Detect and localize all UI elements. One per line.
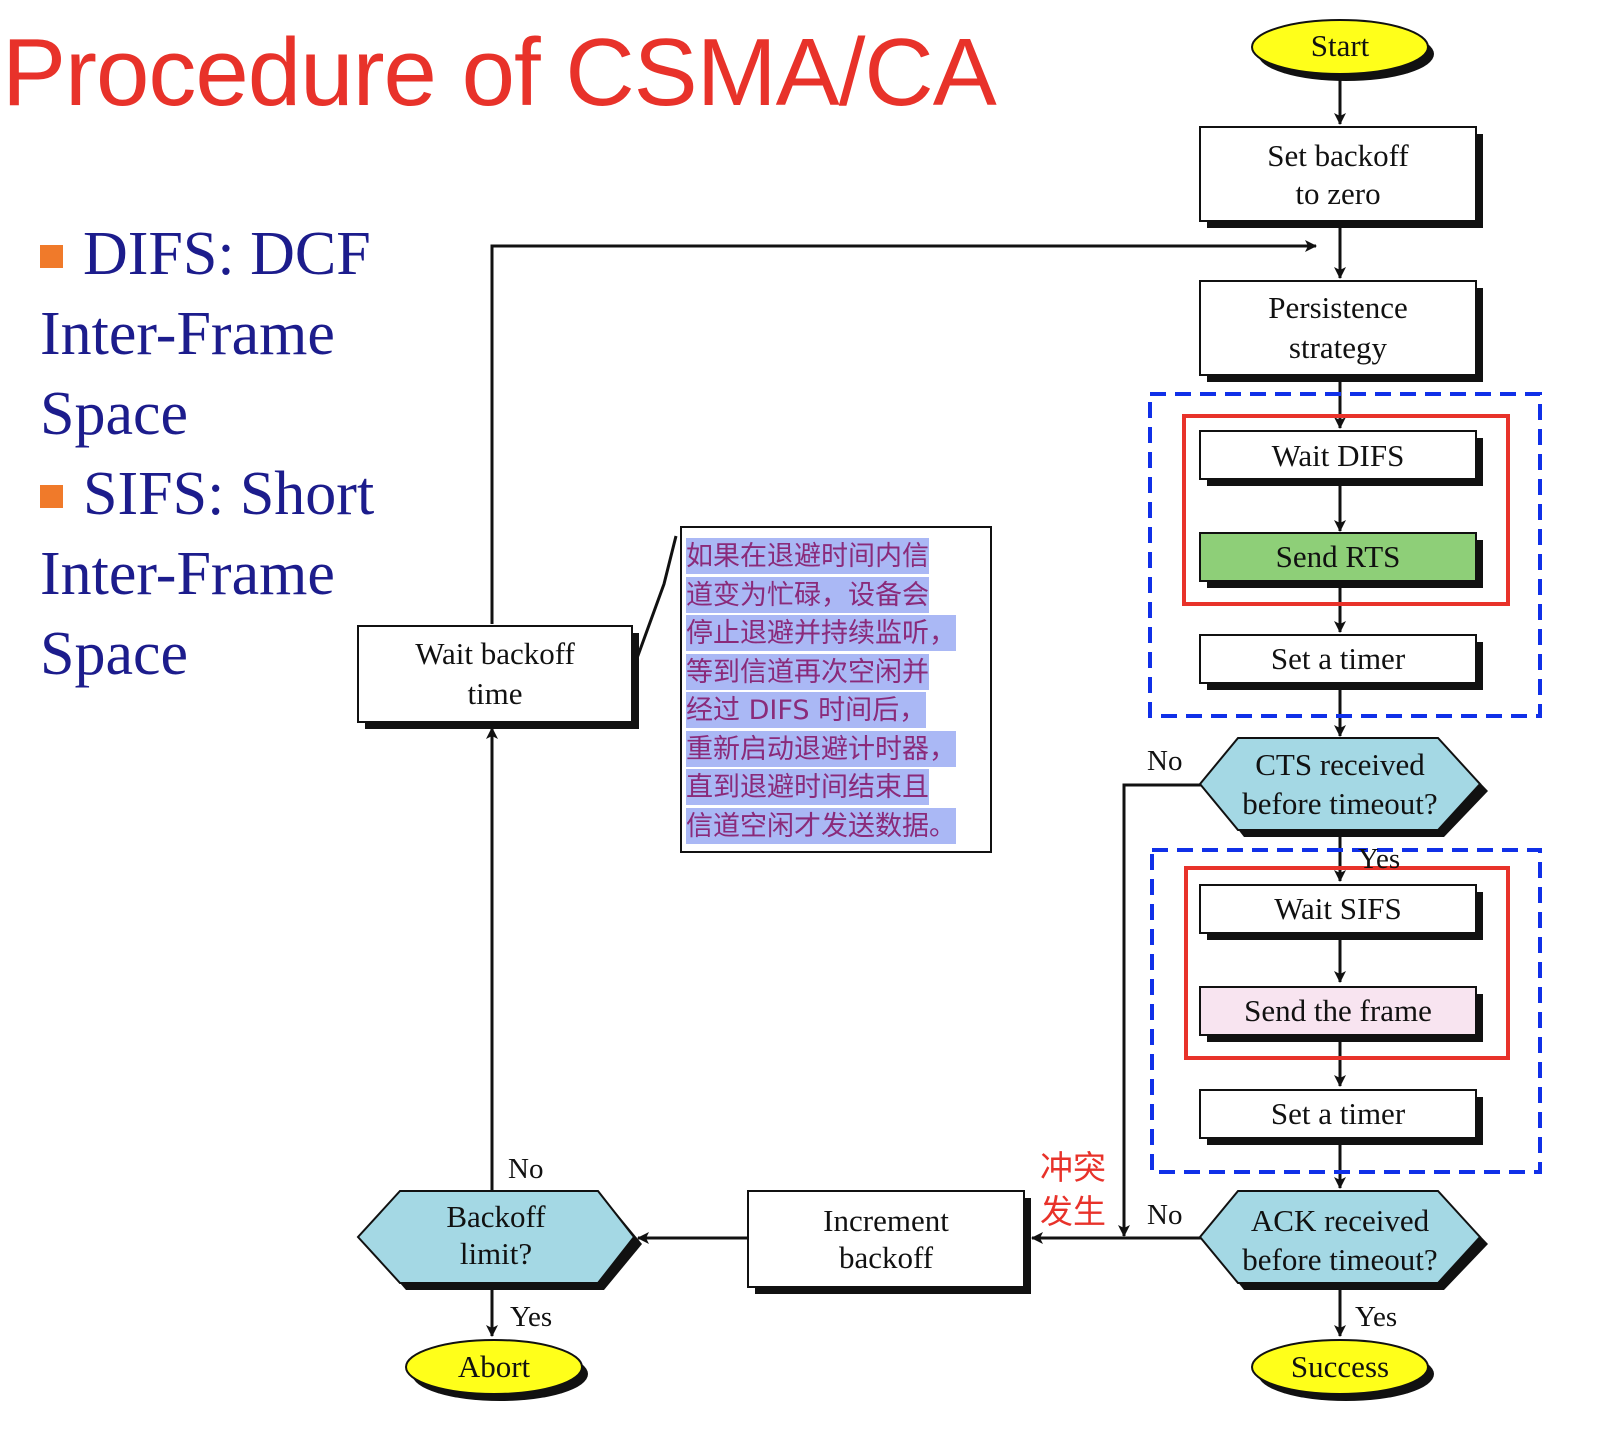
- success-terminal: Success: [1251, 1339, 1434, 1401]
- send-frame-label: Send the frame: [1244, 993, 1432, 1028]
- limit-line1: Backoff: [446, 1199, 546, 1234]
- callout-line: 停止退避并持续监听，: [686, 615, 956, 651]
- sifs-group-frame: [1150, 848, 1542, 1174]
- callout-line: 如果在退避时间内信: [686, 538, 929, 574]
- limit-yes-label: Yes: [510, 1301, 552, 1333]
- wait-sifs-label: Wait SIFS: [1274, 891, 1402, 926]
- ack-line1: ACK received: [1251, 1203, 1430, 1238]
- bullet-sifs-text: SIFS: Short Inter-Frame Space: [40, 460, 375, 688]
- callout-note: 如果在退避时间内信 道变为忙碌，设备会 停止退避并持续监听， 等到信道再次空闲并…: [680, 526, 992, 853]
- set-timer-2-label: Set a timer: [1271, 1096, 1406, 1131]
- cts-line1: CTS received: [1255, 747, 1425, 782]
- abort-label: Abort: [458, 1349, 531, 1384]
- connectors: [486, 76, 1346, 1337]
- arrow-cts-no: [1118, 783, 1204, 1237]
- wait-difs-label: Wait DIFS: [1272, 438, 1405, 473]
- success-label: Success: [1291, 1349, 1389, 1384]
- start-terminal: Start: [1251, 19, 1434, 81]
- increment-line1: Increment: [823, 1203, 949, 1238]
- cts-no-label: No: [1147, 745, 1182, 777]
- backoff-limit-decision: Backoff limit?: [356, 1190, 642, 1290]
- set-backoff-box: Set backoff to zero: [1199, 126, 1483, 228]
- bullet-sifs: SIFS: Short Inter-Frame Space: [40, 454, 420, 694]
- limit-no-label: No: [508, 1153, 543, 1185]
- callout-line: 等到信道再次空闲并: [686, 653, 929, 690]
- bullet-marker: [40, 485, 63, 508]
- send-rts-box: Send RTS: [1199, 532, 1483, 588]
- ack-line2: before timeout?: [1242, 1242, 1437, 1277]
- wait-sifs-box: Wait SIFS: [1199, 884, 1483, 940]
- bullet-difs: DIFS: DCF Inter-Frame Space: [40, 214, 420, 454]
- set-backoff-line1: Set backoff: [1267, 138, 1409, 173]
- set-timer-1-label: Set a timer: [1271, 641, 1406, 676]
- increment-line2: backoff: [839, 1240, 934, 1275]
- persistence-box: Persistence strategy: [1199, 280, 1483, 382]
- ack-no-label: No: [1147, 1199, 1182, 1231]
- difs-group-frame: [1148, 392, 1542, 718]
- send-rts-label: Send RTS: [1276, 539, 1401, 574]
- persistence-line2: strategy: [1289, 330, 1388, 365]
- persistence-line1: Persistence: [1268, 290, 1407, 325]
- wait-backoff-line2: time: [467, 676, 522, 711]
- callout-line: 信道空闲才发送数据。: [686, 807, 956, 844]
- wait-backoff-line1: Wait backoff: [415, 636, 575, 671]
- bullet-list: DIFS: DCF Inter-Frame Space SIFS: Short …: [40, 214, 420, 694]
- sifs-frame-highlight: [1184, 866, 1510, 1060]
- callout-line: 道变为忙碌，设备会: [686, 576, 929, 613]
- ack-yes-label: Yes: [1355, 1301, 1397, 1333]
- set-timer-2-box: Set a timer: [1199, 1089, 1483, 1145]
- cts-decision: CTS received before timeout?: [1198, 737, 1488, 837]
- ack-decision: ACK received before timeout?: [1198, 1190, 1488, 1290]
- callout-line: 直到退避时间结束且: [686, 769, 929, 805]
- collision-note: 冲突发生: [1040, 1148, 1106, 1231]
- wait-backoff-box: Wait backoff time: [357, 625, 639, 729]
- send-frame-box: Send the frame: [1199, 986, 1483, 1042]
- difs-rts-highlight: [1182, 414, 1510, 606]
- cts-line2: before timeout?: [1242, 786, 1437, 821]
- increment-backoff-box: Increment backoff: [747, 1190, 1031, 1294]
- bullet-marker: [40, 245, 63, 268]
- callout-line: 经过 DIFS 时间后，: [686, 692, 927, 728]
- wait-difs-box: Wait DIFS: [1199, 430, 1483, 486]
- set-timer-1-box: Set a timer: [1199, 634, 1483, 690]
- limit-line2: limit?: [460, 1236, 532, 1271]
- arrow-waitbackoff-loop: [490, 240, 1317, 624]
- callout-pointer: [630, 535, 678, 673]
- set-backoff-line2: to zero: [1295, 176, 1380, 211]
- slide-title: Procedure of CSMA/CA: [2, 19, 997, 126]
- callout-line: 重新启动退避计时器，: [686, 730, 956, 767]
- abort-terminal: Abort: [405, 1339, 588, 1401]
- cts-yes-label: Yes: [1358, 843, 1400, 875]
- bullet-difs-text: DIFS: DCF Inter-Frame Space: [40, 220, 371, 448]
- start-label: Start: [1311, 28, 1370, 63]
